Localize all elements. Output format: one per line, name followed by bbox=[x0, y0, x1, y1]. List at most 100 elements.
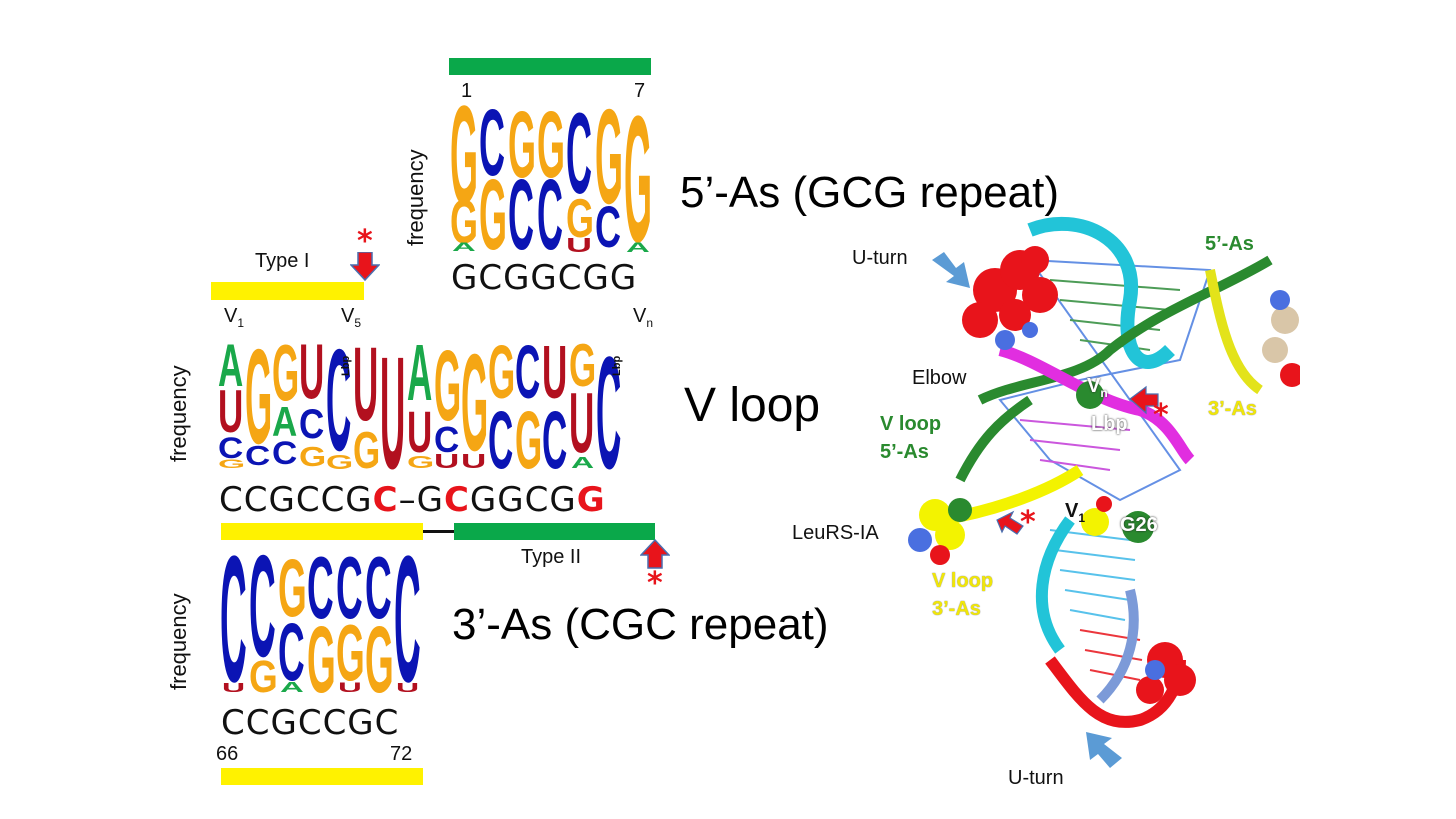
uturn-bottom-arrow bbox=[1086, 732, 1122, 768]
logo-letter-G: G bbox=[537, 105, 565, 198]
trna-3d-structure bbox=[908, 216, 1300, 728]
logo-letter-U: U bbox=[569, 375, 594, 470]
logo-letter-C: C bbox=[596, 328, 621, 473]
position-7-label: 7 bbox=[634, 80, 646, 102]
v5-label: V5 bbox=[341, 305, 362, 330]
uturn-top-arrow bbox=[932, 252, 970, 288]
logo-letter-G: G bbox=[434, 329, 461, 441]
type-ii-label: Type II bbox=[521, 546, 582, 568]
logo-letter-C: C bbox=[249, 548, 276, 688]
logo-letter-U: U bbox=[353, 328, 378, 443]
logo-letter-G: G bbox=[450, 105, 478, 233]
logo-letter-A: A bbox=[272, 399, 297, 446]
logo-letter-G: G bbox=[450, 187, 478, 255]
lbp-structure-label: Lbp bbox=[1091, 413, 1128, 435]
logo-letter-G: G bbox=[461, 328, 488, 473]
logo-letter-C: C bbox=[434, 420, 459, 461]
logo-letter-G: G bbox=[249, 652, 278, 696]
logo-letter-G: G bbox=[624, 105, 652, 255]
logo-letter-G: G bbox=[595, 105, 623, 232]
logo-letter-A: A bbox=[407, 329, 432, 418]
logo-letter-C: C bbox=[245, 439, 270, 471]
logo-letter-C: C bbox=[299, 401, 324, 448]
consensus-g: G bbox=[416, 480, 444, 520]
logo-letter-C: C bbox=[394, 548, 421, 696]
uturn-top-label: U-turn bbox=[852, 247, 908, 269]
logo-letter-G: G bbox=[299, 440, 326, 472]
logo-letter-C: C bbox=[508, 159, 534, 255]
elbow-label: Elbow bbox=[912, 367, 967, 389]
consensus-red-g: G bbox=[576, 480, 606, 520]
consensus-left: CCGCCG bbox=[219, 480, 373, 520]
logo-letter-G: G bbox=[272, 329, 299, 418]
structure-red-arrow bbox=[996, 510, 1024, 535]
three-as-sequence-logo: C U C G G C A C G C G U C G C U bbox=[220, 548, 421, 696]
logo-letter-C: C bbox=[220, 548, 247, 696]
logo-letter-G: G bbox=[307, 608, 336, 696]
logo-letter-U: U bbox=[461, 450, 486, 472]
structure-asterisk: * bbox=[1153, 398, 1169, 433]
five-as-green-bar bbox=[449, 58, 651, 75]
logo-letter-U: U bbox=[407, 401, 432, 465]
logo-letter-C: C bbox=[272, 436, 297, 471]
five-as-title: 5’-As (GCG repeat) bbox=[680, 168, 1059, 217]
five-as-frequency-axis-label: frequency bbox=[403, 149, 428, 246]
three-as-consensus-sequence: CCGCCGC bbox=[221, 703, 400, 743]
vloop-title: V loop bbox=[684, 379, 821, 432]
logo-letter-U: U bbox=[299, 328, 324, 415]
logo-letter-A: A bbox=[280, 679, 304, 695]
logo-letter-G: G bbox=[336, 609, 365, 696]
vn-structure-label: Vn bbox=[1087, 375, 1108, 400]
three-as-structure-label: 3’-As bbox=[1208, 398, 1257, 420]
logo-letter-G: G bbox=[245, 328, 272, 472]
type-i-red-arrow bbox=[350, 252, 380, 282]
logo-letter-G: G bbox=[326, 451, 353, 473]
logo-letter-U: U bbox=[222, 681, 245, 695]
consensus-red-c: C bbox=[372, 480, 399, 520]
position-72-label: 72 bbox=[390, 743, 413, 765]
type-ii-green-bar bbox=[454, 523, 655, 540]
logo-letter-C: C bbox=[566, 105, 592, 219]
three-as-frequency-axis-label: frequency bbox=[166, 593, 191, 690]
logo-letter-A: A bbox=[626, 240, 650, 255]
five-as-consensus-sequence: GCGGCGG bbox=[451, 258, 638, 298]
three-as-title: 3’-As (CGC repeat) bbox=[452, 600, 829, 649]
logo-letter-A: A bbox=[218, 333, 243, 399]
consensus-right: GGCG bbox=[469, 480, 577, 520]
vloop-connector-line bbox=[423, 530, 455, 533]
logo-letter-G: G bbox=[407, 452, 434, 472]
logo-letter-G: G bbox=[218, 457, 245, 471]
vloop-3as-line1: V loop bbox=[932, 570, 994, 592]
v1-label: V1 bbox=[224, 305, 245, 330]
logo-letter-G: G bbox=[365, 608, 394, 696]
vloop-5as-line2: 5’-As bbox=[880, 441, 929, 463]
five-as-sequence-logo: G G A C G G C G C C G U G C G A bbox=[450, 105, 652, 255]
logo-letter-C: C bbox=[479, 105, 505, 196]
logo-letter-U: U bbox=[380, 328, 405, 473]
logo-letter-U: U bbox=[542, 331, 567, 414]
vloop-5as-line1: V loop bbox=[880, 413, 942, 435]
leurs-label: LeuRS-IA bbox=[792, 522, 879, 544]
logo-letter-C: C bbox=[595, 195, 621, 255]
logo-letter-U: U bbox=[566, 235, 592, 255]
vloop-yellow-bar bbox=[221, 523, 423, 540]
logo-letter-G: G bbox=[353, 422, 380, 473]
logo-letter-C: C bbox=[218, 430, 243, 464]
logo-letter-U: U bbox=[396, 681, 419, 695]
logo-letter-U: U bbox=[338, 680, 362, 695]
vloop-frequency-axis-label: frequency bbox=[166, 365, 191, 462]
type-i-yellow-bar bbox=[211, 282, 364, 300]
vloop-3as-line2: 3’-As bbox=[932, 598, 981, 620]
logo-letter-C: C bbox=[326, 328, 351, 473]
vloop-consensus-sequence: CCGCCGC–GCGGCGG bbox=[219, 480, 606, 520]
structure-asterisk: * bbox=[1020, 505, 1036, 540]
consensus-red-c: C bbox=[443, 480, 470, 520]
logo-letter-C: C bbox=[488, 395, 513, 473]
lbp-marker: Lbp bbox=[611, 356, 623, 376]
position-66-label: 66 bbox=[216, 743, 239, 765]
logo-letter-G: G bbox=[569, 333, 596, 399]
vn-label: Vn bbox=[633, 305, 654, 330]
structure-red-arrow bbox=[1129, 385, 1159, 415]
logo-letter-C: C bbox=[515, 331, 540, 414]
type-ii-asterisk: * bbox=[647, 566, 663, 601]
